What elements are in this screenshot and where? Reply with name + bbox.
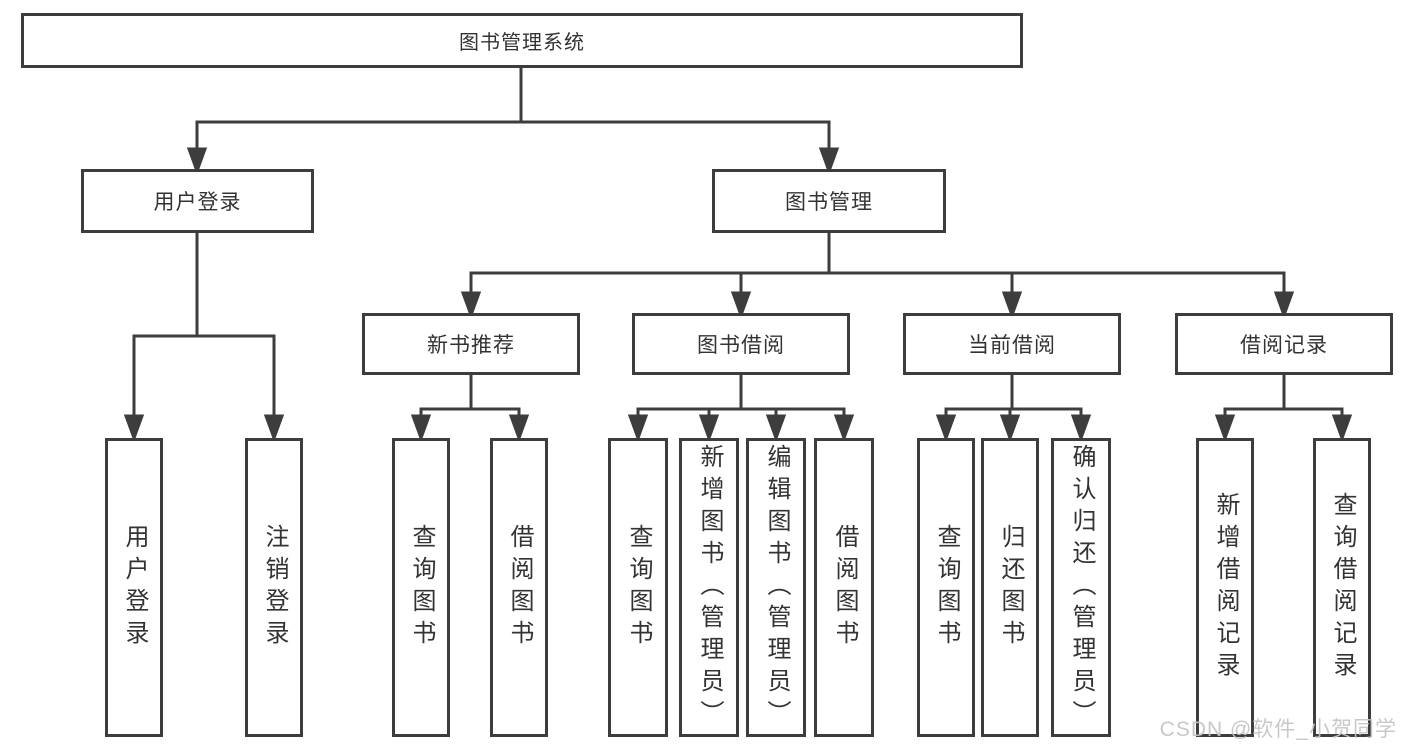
arrow-down-icon <box>1070 414 1092 443</box>
arrow-down-icon <box>999 414 1021 443</box>
node-label: 新增借阅记录 <box>1212 491 1239 684</box>
leaf-logout: 注销登录 <box>245 438 303 737</box>
node-label: 查询图书 <box>408 523 435 652</box>
node-label: 图书借阅 <box>697 334 785 357</box>
node-label: 查询图书 <box>933 523 960 652</box>
leaf-borrow-books: 借阅图书 <box>814 438 874 737</box>
arrow-down-icon <box>186 147 208 176</box>
arrow-down-icon <box>818 147 840 176</box>
leaf-confirm-return-admin: 确认归还（管理员） <box>1051 438 1111 737</box>
leaf-add-books-admin: 新增图书（管理员） <box>679 438 739 737</box>
node-book-borrowing: 图书借阅 <box>632 313 850 375</box>
arrow-down-icon <box>730 291 752 320</box>
node-label: 借阅图书 <box>831 523 858 652</box>
arrow-down-icon <box>698 414 720 443</box>
node-new-book-recommend: 新书推荐 <box>362 313 580 375</box>
arrow-down-icon <box>627 414 649 443</box>
node-label: 新书推荐 <box>427 334 515 357</box>
node-current-borrowing: 当前借阅 <box>903 313 1121 375</box>
connector-current-borrow-to-leaves <box>935 375 1092 443</box>
connector-root-to-level2 <box>186 68 840 176</box>
arrow-down-icon <box>460 291 482 320</box>
node-label: 借阅记录 <box>1240 334 1328 357</box>
node-borrowing-records: 借阅记录 <box>1175 313 1393 375</box>
node-label: 借阅图书 <box>506 523 533 652</box>
arrow-down-icon <box>263 414 285 443</box>
node-label: 用户登录 <box>153 191 242 214</box>
node-label: 图书管理 <box>785 191 873 214</box>
csdn-watermark: CSDN @软件_小贺同学 <box>1159 718 1397 741</box>
leaf-return-books: 归还图书 <box>981 438 1039 737</box>
leaf-query-books-recommend: 查询图书 <box>392 438 450 737</box>
arrow-down-icon <box>123 414 145 443</box>
arrow-down-icon <box>935 414 957 443</box>
connector-book-mgmt-to-level3 <box>460 233 1295 320</box>
node-label: 用户登录 <box>121 523 148 652</box>
connector-user-login-to-leaves <box>123 233 285 443</box>
arrow-down-icon <box>1214 414 1236 443</box>
leaf-query-books-current: 查询图书 <box>917 438 975 737</box>
node-label: 图书管理系统 <box>459 32 585 54</box>
node-label: 当前借阅 <box>968 334 1056 357</box>
arrow-down-icon <box>1331 414 1353 443</box>
arrow-down-icon <box>508 414 530 443</box>
node-label: 确认归还（管理员） <box>1068 443 1095 732</box>
connector-borrow-record-to-leaves <box>1214 375 1353 443</box>
node-label: 查询图书 <box>625 523 652 652</box>
node-label: 归还图书 <box>997 523 1024 652</box>
node-root-system: 图书管理系统 <box>21 13 1023 68</box>
leaf-query-borrow-record: 查询借阅记录 <box>1313 438 1371 737</box>
leaf-edit-books-admin: 编辑图书（管理员） <box>746 438 806 737</box>
arrow-down-icon <box>410 414 432 443</box>
node-label: 编辑图书（管理员） <box>763 443 790 732</box>
node-book-management-branch: 图书管理 <box>712 169 946 233</box>
leaf-borrow-books-recommend: 借阅图书 <box>490 438 548 737</box>
leaf-query-books-borrowing: 查询图书 <box>608 438 668 737</box>
connector-new-book-rec-to-leaves <box>410 375 530 443</box>
leaf-user-login: 用户登录 <box>105 438 163 737</box>
arrow-down-icon <box>1273 291 1295 320</box>
node-label: 查询借阅记录 <box>1329 491 1356 684</box>
arrow-down-icon <box>1001 291 1023 320</box>
connector-book-borrow-to-leaves <box>627 375 855 443</box>
node-label: 新增图书（管理员） <box>696 443 723 732</box>
leaf-add-borrow-record: 新增借阅记录 <box>1196 438 1254 737</box>
node-label: 注销登录 <box>261 523 288 652</box>
arrow-down-icon <box>833 414 855 443</box>
arrow-down-icon <box>765 414 787 443</box>
node-user-login-branch: 用户登录 <box>81 169 314 233</box>
